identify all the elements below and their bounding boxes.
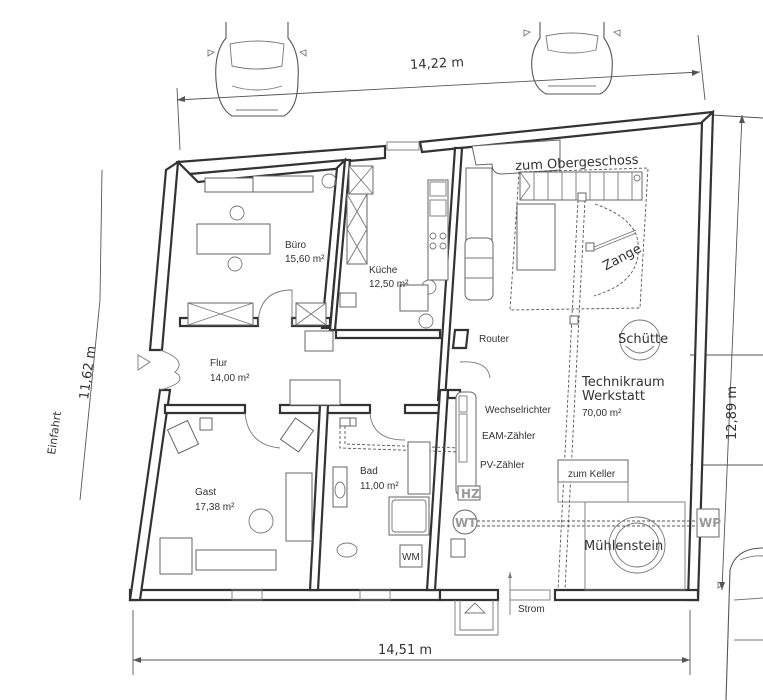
wt-label: WT [455, 516, 477, 530]
gast-furniture [159, 417, 315, 575]
eam-zaehler-label: EAM-Zähler [482, 431, 536, 442]
technikraum-area: 70,00 m² [582, 408, 622, 419]
utility-wall-equipment: HZ WT Router Wechselrichter EAM-Zähler P… [450, 334, 700, 558]
room-buero: Büro 15,60 m² [285, 240, 325, 265]
hz-label: HZ [461, 487, 480, 501]
car-top-right [523, 22, 621, 95]
room-kueche: Küche 12,50 m² [369, 265, 409, 290]
technik-entrance: Strom [454, 572, 545, 636]
zum-keller-label: zum Keller [568, 469, 616, 480]
room-bad: Bad 11,00 m² [360, 466, 399, 492]
schuette-label: Schütte [618, 332, 668, 347]
buero-area: 15,60 m² [285, 254, 325, 265]
doors [159, 289, 491, 449]
dimension-bottom: 14,51 m [132, 610, 691, 675]
technikraum-name: Technikraum [581, 375, 665, 390]
dimension-top-label: 14,22 m [410, 55, 465, 73]
driveway-label: Einfahrt [45, 410, 64, 455]
heat-pump: WP [696, 508, 721, 538]
zange-label: Zange [600, 241, 644, 274]
flur-furniture [289, 330, 341, 406]
room-gast: Gast 17,38 m² [195, 487, 235, 513]
kueche-name: Küche [369, 265, 398, 276]
gast-area: 17,38 m² [195, 502, 235, 513]
buero-furniture [187, 173, 337, 326]
flur-name: Flur [210, 358, 228, 369]
schuette: Schütte [618, 319, 668, 361]
wechselrichter-label: Wechselrichter [485, 405, 552, 416]
wp-label: WP [699, 516, 721, 530]
muehlenstein-label: Mühlenstein [584, 539, 663, 554]
car-bottom-right [717, 547, 763, 700]
dimension-left: 11,62 m Einfahrt [45, 169, 103, 501]
router-label: Router [479, 334, 510, 345]
technik-room-label: Technikraum Werkstatt 70,00 m² [581, 375, 665, 419]
bad-furniture: WM [332, 417, 461, 568]
dimension-right-label: 12,89 m [725, 386, 740, 440]
car-top-left [207, 22, 307, 117]
kueche-furniture [339, 165, 449, 329]
stairs-up-label: zum Obergeschoss [515, 153, 639, 174]
dimension-top: 14,22 m [176, 34, 706, 151]
exterior-walls [128, 109, 715, 602]
werkstatt-name: Werkstatt [582, 389, 645, 404]
stairs: zum Obergeschoss [471, 139, 643, 201]
bad-name: Bad [360, 466, 378, 477]
keller-stairs: zum Keller [557, 459, 629, 503]
buero-name: Büro [285, 240, 307, 251]
bad-area: 11,00 m² [360, 481, 399, 492]
room-flur: Flur 14,00 m² [210, 358, 250, 384]
kueche-area: 12,50 m² [369, 279, 409, 290]
gast-name: Gast [195, 487, 216, 498]
strom-label: Strom [518, 604, 545, 615]
wm-label: WM [402, 552, 420, 563]
dimension-left-label: 11,62 m [77, 345, 99, 401]
pv-zaehler-label: PV-Zähler [480, 460, 525, 471]
lift-area: Zange [464, 167, 649, 591]
flur-area: 14,00 m² [210, 373, 250, 384]
dimension-bottom-label: 14,51 m [378, 643, 432, 658]
entrance-arrow [137, 354, 151, 371]
muehlenstein: Mühlenstein [584, 501, 686, 591]
